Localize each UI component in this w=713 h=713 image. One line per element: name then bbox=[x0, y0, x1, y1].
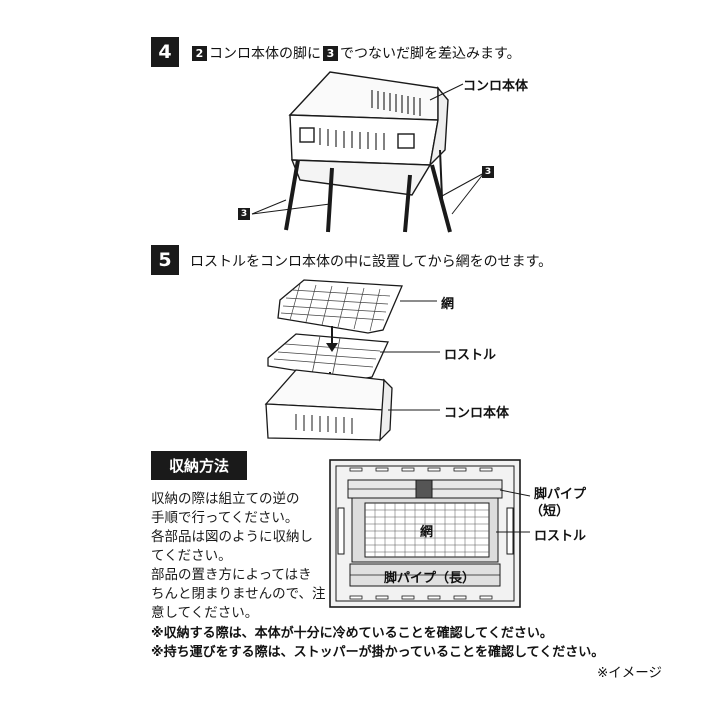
step-4-text-b: でつないだ脚を差込みます。 bbox=[340, 46, 521, 62]
label-net: 網 bbox=[441, 297, 455, 312]
step-4-text-a: コンロ本体の脚に bbox=[209, 46, 321, 62]
storage-label-leg-short-1: 脚パイプ bbox=[534, 487, 587, 502]
part-ref-badge: 3 bbox=[323, 46, 338, 61]
step-5-number: 5 bbox=[151, 245, 179, 275]
caution-note: ※収納する際は、本体が十分に冷めていることを確認してください。 bbox=[151, 626, 553, 641]
caution-note: ※持ち運びをする際は、ストッパーが掛かっていることを確認してください。 bbox=[151, 645, 605, 660]
storage-label-leg-long: 脚パイプ（長） bbox=[384, 571, 476, 586]
storage-text-line: 意してください。 bbox=[151, 605, 259, 621]
image-disclaimer: ※イメージ bbox=[597, 665, 663, 681]
storage-text-line: 各部品は図のように収納し bbox=[151, 529, 313, 545]
label-conro-body-step5: コンロ本体 bbox=[444, 406, 510, 421]
label-conro-body-step4: コンロ本体 bbox=[463, 79, 529, 94]
storage-text-line: 手順で行ってください。 bbox=[151, 510, 299, 526]
storage-label-rostle: ロストル bbox=[534, 529, 587, 544]
storage-text-line: 収納の際は組立ての逆の bbox=[151, 491, 300, 507]
part-ref-tag-left: 3 bbox=[238, 208, 250, 220]
storage-label-leg-short-2: （短） bbox=[530, 504, 570, 519]
storage-text-line: ちんと閉まりませんので、注 bbox=[151, 586, 326, 602]
storage-text-line: 部品の置き方によってはき bbox=[151, 567, 312, 583]
step-4-number: 4 bbox=[151, 37, 179, 67]
part-ref-tag-right: 3 bbox=[482, 166, 494, 178]
step-5-instruction: ロストルをコンロ本体の中に設置してから網をのせます。 bbox=[190, 254, 553, 270]
label-rostle: ロストル bbox=[444, 348, 497, 363]
storage-label-net: 網 bbox=[420, 525, 434, 540]
part-ref-badge: 2 bbox=[192, 46, 207, 61]
storage-text-line: てください。 bbox=[151, 548, 232, 564]
storage-heading: 収納方法 bbox=[151, 451, 247, 480]
